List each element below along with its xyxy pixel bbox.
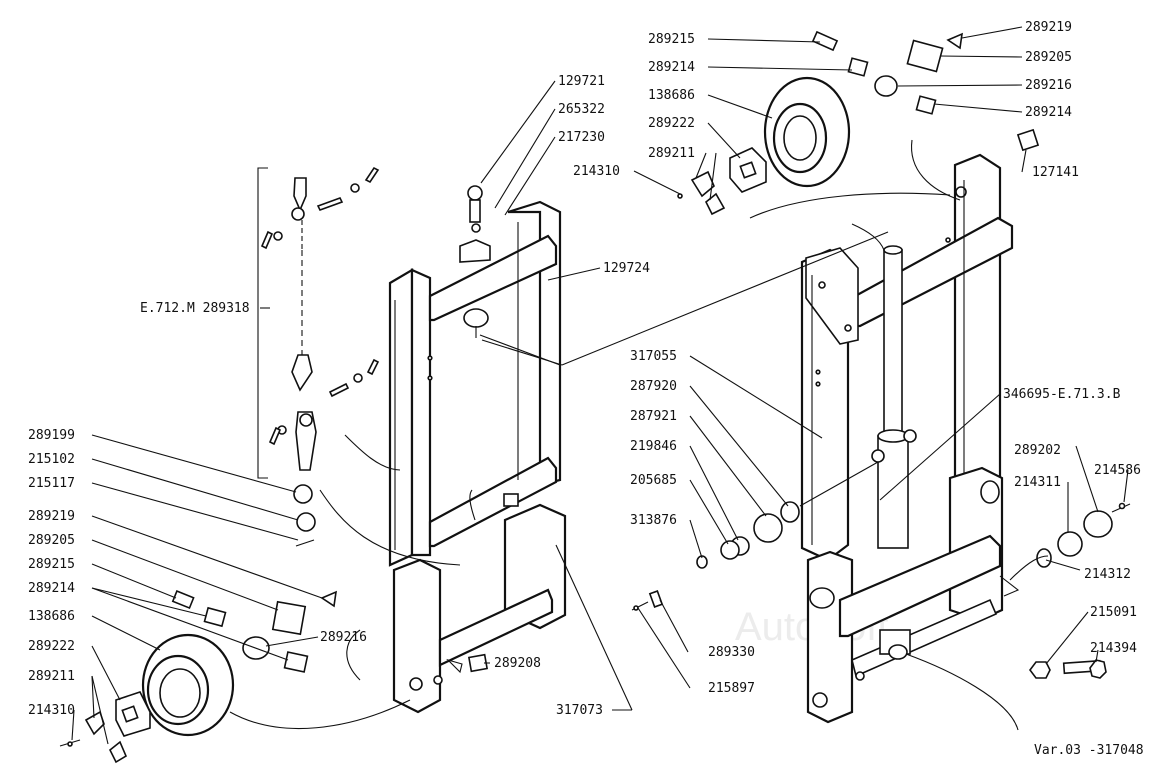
right-lift-cylinder — [871, 245, 917, 549]
leader-lines — [71, 26, 1129, 745]
callout-138686-left: 138686 — [28, 609, 75, 624]
callout-215897: 215897 — [708, 681, 755, 696]
callout-289219-top: 289219 — [1025, 20, 1072, 35]
callout-289205-left: 289205 — [28, 533, 75, 548]
callout-217230: 217230 — [558, 130, 605, 145]
callout-313876: 313876 — [630, 513, 677, 528]
top-roller-assembly — [677, 30, 1040, 216]
callout-129721: 129721 — [558, 74, 605, 89]
callout-289211-top: 289211 — [648, 146, 695, 161]
callout-289208: 289208 — [494, 656, 541, 671]
callout-214586: 214586 — [1094, 463, 1141, 478]
callout-289216-left: 289216 — [320, 630, 367, 645]
right-mast-inner-frame — [806, 466, 1020, 724]
callout-317073: 317073 — [556, 703, 603, 718]
callout-214311: 214311 — [1014, 475, 1061, 490]
callout-289215-left: 289215 — [28, 557, 75, 572]
callout-215117: 215117 — [28, 476, 75, 491]
callout-289214-top-1: 289214 — [648, 60, 695, 75]
left-chain-anchor — [459, 185, 561, 366]
callout-289199: 289199 — [28, 428, 75, 443]
callout-289215-top: 289215 — [648, 32, 695, 47]
callout-labels: 129721 265322 217230 129724 E.712.M 2893… — [28, 20, 1144, 758]
left-stop-block — [446, 653, 489, 674]
callout-289219-left: 289219 — [28, 509, 75, 524]
callout-289205-top: 289205 — [1025, 50, 1072, 65]
left-roller-assembly — [59, 484, 337, 764]
callout-214394: 214394 — [1090, 641, 1137, 656]
callout-287920: 287920 — [630, 379, 677, 394]
callout-289222-top: 289222 — [648, 116, 695, 131]
callout-317055: 317055 — [630, 349, 677, 364]
callout-214312: 214312 — [1084, 567, 1131, 582]
callout-289211-left: 289211 — [28, 669, 75, 684]
callout-289214-left: 289214 — [28, 581, 75, 596]
callout-287921: 287921 — [630, 409, 677, 424]
callout-214310-left: 214310 — [28, 703, 75, 718]
callout-265322: 265322 — [558, 102, 605, 117]
assembly-guide-lines — [229, 139, 1049, 731]
callout-215091: 215091 — [1090, 605, 1137, 620]
callout-289214-top-2: 289214 — [1025, 105, 1072, 120]
callout-289330: 289330 — [708, 645, 755, 660]
callout-289216-top: 289216 — [1025, 78, 1072, 93]
callout-205685: 205685 — [630, 473, 677, 488]
assembly-label: 346695-E.71.3.B — [1003, 387, 1121, 402]
callout-129724: 129724 — [603, 261, 650, 276]
callout-127141: 127141 — [1032, 165, 1079, 180]
left-mast-outer-frame — [388, 200, 562, 567]
group-label: E.712.M 289318 — [140, 301, 250, 316]
callout-219846: 219846 — [630, 439, 677, 454]
chain-assembly — [257, 166, 380, 479]
callout-214310-top: 214310 — [573, 164, 620, 179]
variant-label: Var.03 -317048 — [1034, 743, 1144, 758]
left-mast-inner-frame — [392, 493, 567, 714]
callout-289222-left: 289222 — [28, 639, 75, 654]
right-bearing-parts — [631, 501, 1131, 679]
callout-138686-top: 138686 — [648, 88, 695, 103]
callout-215102: 215102 — [28, 452, 75, 467]
callout-289202: 289202 — [1014, 443, 1061, 458]
